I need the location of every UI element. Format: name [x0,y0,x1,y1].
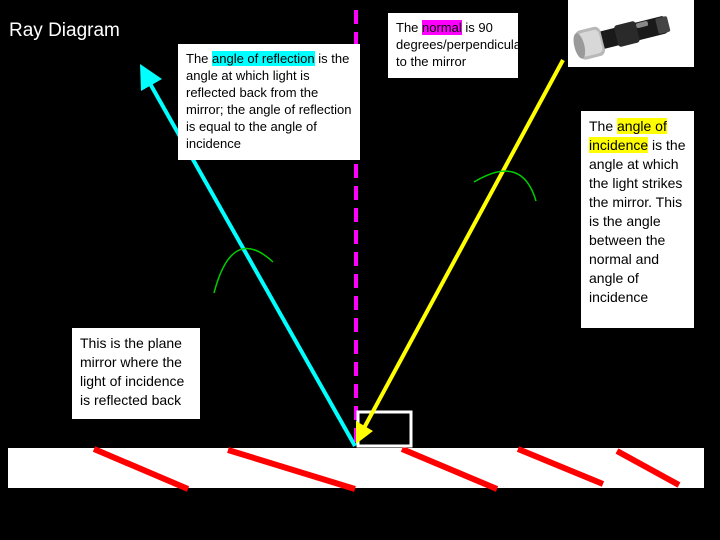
mirror-callout: This is the plane mirror where the light… [72,328,200,419]
hatch-mark [227,447,356,492]
reflection-callout: The angle of reflection is the angle at … [178,44,360,160]
highlight-term: angle of reflection [212,51,315,66]
callout-text: The [589,118,618,134]
plane-mirror [8,448,704,488]
normal-callout: The normal is 90 degrees/perpendicular t… [388,13,525,78]
diagram-title: Ray Diagram [9,20,120,41]
incidence-angle-arc [473,170,537,202]
flashlight-icon [568,0,694,67]
incident-ray [362,59,565,429]
hatch-mark [516,446,605,487]
callout-text: The [396,20,423,35]
mirror-hatch-marks [92,446,681,492]
callout-text: This is the plane mirror where the light… [80,335,185,408]
callout-text: is the angle at which the light strikes … [589,137,686,305]
hatch-mark [615,448,681,488]
callout-text: The [186,51,213,66]
hatch-mark [92,446,190,492]
incidence-callout: The angle of incidence is the angle at w… [581,111,694,328]
hatch-mark [400,446,499,492]
highlight-term: normal [422,20,462,35]
callout-text: is the angle at which light is reflected… [186,51,352,151]
incident-ray-arrowhead [356,421,373,444]
reflected-ray-arrowhead [140,64,162,91]
callout-text: is 90 degrees/perpendicular to the mirro… [396,20,526,69]
reflection-angle-arc [213,247,274,294]
